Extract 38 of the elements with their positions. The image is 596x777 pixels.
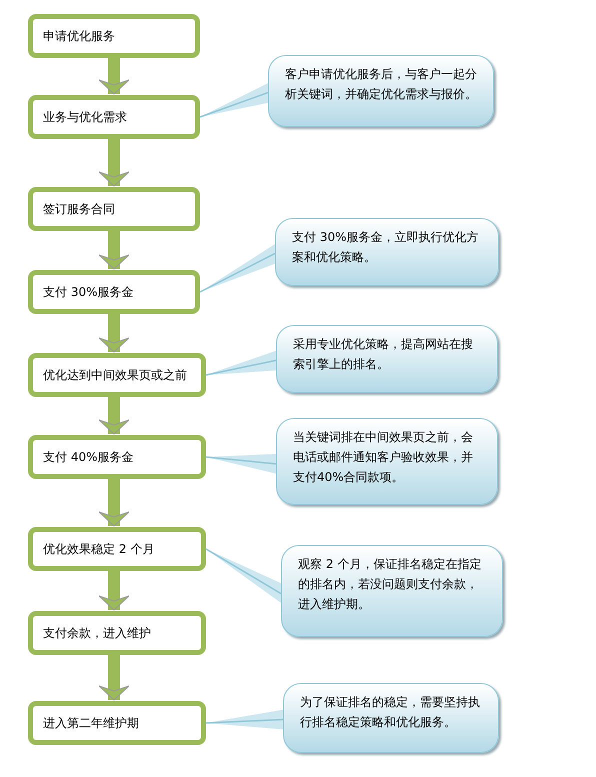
note-text: 支付 30%服务金，立即执行优化方案和优化策略。 (292, 229, 480, 266)
note-callout (275, 218, 499, 286)
step-text: 优化达到中间效果页或之前 (43, 367, 187, 384)
step-box (28, 14, 200, 58)
step-box (28, 435, 206, 479)
down-arrow (98, 655, 130, 700)
down-arrow (98, 139, 130, 186)
note-callout (268, 55, 494, 127)
note-text: 当关键词排在中间效果页之前，会电话或邮件通知客户验收效果，并支付40%合同款项。 (293, 429, 474, 486)
step-box (28, 353, 206, 397)
step-box (28, 527, 206, 571)
down-arrow (98, 479, 130, 526)
note-text: 采用专业优化策略，提高网站在搜索引擎上的排名。 (293, 336, 474, 373)
note-callout (276, 418, 498, 505)
note-callout (281, 545, 503, 637)
down-arrow (98, 58, 130, 94)
step-box (28, 701, 206, 745)
note-callout (276, 325, 498, 393)
step-box (28, 95, 200, 139)
step-text: 支付余款，进入维护 (43, 625, 151, 642)
step-text: 支付 30%服务金 (43, 284, 134, 301)
step-box (28, 270, 200, 314)
note-callout (283, 683, 499, 753)
down-arrow (98, 314, 130, 352)
down-arrow (98, 231, 130, 270)
step-text: 签订服务合同 (43, 201, 115, 218)
step-text: 进入第二年维护期 (43, 715, 139, 732)
step-text: 申请优化服务 (43, 28, 115, 45)
step-text: 优化效果稳定 2 个月 (43, 541, 154, 558)
step-box (28, 187, 200, 231)
note-text: 为了保证排名的稳定，需要坚持执行排名稳定策略和优化服务。 (300, 694, 481, 731)
step-text: 业务与优化需求 (43, 109, 127, 126)
step-text: 支付 40%服务金 (43, 449, 134, 466)
note-text: 观察 2 个月，保证排名稳定在指定的排名内，若没问题则支付余款，进入维护期。 (298, 556, 482, 613)
down-arrow (98, 397, 130, 434)
down-arrow (98, 571, 130, 610)
note-text: 客户申请优化服务后，与客户一起分析关键词，并确定优化需求与报价。 (285, 66, 477, 103)
step-box (28, 611, 206, 655)
